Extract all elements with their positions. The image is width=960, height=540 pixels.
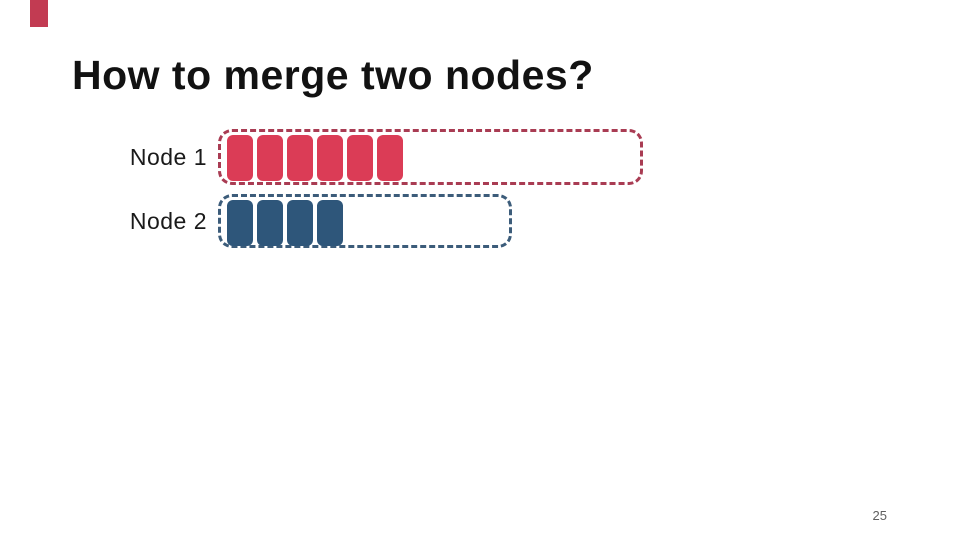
node-1-blocks [221, 132, 640, 182]
slot-block [347, 135, 373, 181]
slide-title: How to merge two nodes? [72, 52, 594, 98]
page-number: 25 [872, 508, 887, 523]
node-2-label: Node 2 [129, 207, 207, 234]
node-1-label: Node 1 [129, 143, 207, 170]
slot-block [377, 135, 403, 181]
node-2-blocks [221, 197, 509, 246]
slot-block [287, 200, 313, 246]
node-2-container [218, 194, 512, 248]
corner-accent-tab [30, 0, 48, 27]
slot-block [227, 135, 253, 181]
slot-block [227, 200, 253, 246]
node-row-1: Node 1 [0, 129, 643, 185]
slot-block [317, 135, 343, 181]
slot-block [257, 200, 283, 246]
slot-block [257, 135, 283, 181]
slot-block [287, 135, 313, 181]
slot-block [317, 200, 343, 246]
node-row-2: Node 2 [0, 194, 512, 248]
node-1-container [218, 129, 643, 185]
